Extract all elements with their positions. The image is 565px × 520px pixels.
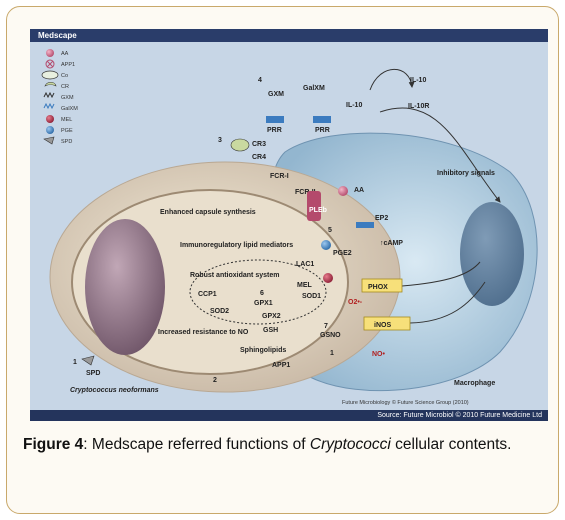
label-num6: 6	[260, 290, 264, 297]
label-inhibitory: Inhibitory signals	[437, 170, 495, 177]
figure-caption: Figure 4: Medscape referred functions of…	[23, 433, 553, 456]
label-cr3: CR3	[252, 141, 266, 148]
label-immuno: Immunoregulatory lipid mediators	[180, 242, 293, 249]
legend-label-aa: AA	[61, 51, 69, 57]
prr-receptor-a	[266, 116, 284, 123]
label-crypto: Cryptococcus neoformans	[70, 387, 159, 394]
label-num1b: 1	[330, 350, 334, 357]
legend: AA APP1 Co CR GXM GalXM MEL PGE SPD	[41, 49, 78, 145]
figure-credit: Future Microbiology © Future Science Gro…	[342, 399, 469, 406]
label-il10-a: IL-10	[346, 102, 362, 109]
caption-text-after: cellular contents.	[390, 436, 512, 453]
label-phox: PHOX	[368, 284, 388, 291]
label-gsno: GSNO	[320, 332, 341, 339]
caption-label: Figure 4	[23, 436, 84, 453]
phox-box	[361, 278, 403, 293]
pleb-box	[307, 191, 321, 221]
label-camp: ↑cAMP	[380, 240, 403, 247]
macrophage-nucleus	[460, 202, 524, 306]
app1-legend-icon	[45, 59, 55, 69]
yeast-nucleus	[85, 219, 165, 355]
label-num2: 2	[213, 377, 217, 384]
diagram-canvas: AA APP1 Co CR GXM GalXM MEL PGE SPD GXM …	[41, 49, 538, 406]
label-il10-b: IL-10	[410, 77, 426, 84]
label-gpx2: GPX2	[262, 313, 281, 320]
antioxidant-region	[189, 259, 327, 325]
label-robust: Robust antioxidant system	[190, 272, 279, 279]
figure-card: Medscape	[6, 6, 559, 514]
label-mel: MEL	[297, 282, 313, 289]
label-fcr2: FCR-II	[295, 189, 316, 196]
label-enhanced: Enhanced capsule synthesis	[160, 209, 256, 216]
caption-italic: Cryptococci	[309, 436, 391, 453]
prr-receptor-b	[313, 116, 331, 123]
footer-source: Source: Future Microbiol © 2010 Future M…	[377, 412, 542, 419]
legend-label-mel: MEL	[61, 117, 72, 123]
label-sod2: SOD2	[210, 308, 229, 315]
caption-text-before: : Medscape referred functions of	[83, 436, 310, 453]
label-galxm: GalXM	[303, 85, 325, 92]
label-prr-b: PRR	[315, 127, 330, 134]
il10-loop-arrow	[369, 68, 415, 91]
label-lac1: LAC1	[296, 261, 314, 268]
label-aa: AA	[354, 187, 364, 194]
mel-molecule	[323, 273, 333, 283]
cr-legend-icon	[44, 81, 57, 87]
label-num1a: 1	[73, 359, 77, 366]
ep2-receptor	[356, 222, 374, 228]
label-no: NO•	[372, 351, 386, 358]
label-cr4: CR4	[252, 154, 266, 161]
label-sphingo: Sphingolipids	[240, 347, 286, 354]
pge-molecule	[321, 240, 331, 250]
label-macrophage: Macrophage	[454, 380, 495, 387]
label-increased: Increased resistance to NO	[158, 329, 249, 336]
label-num5: 5	[328, 227, 332, 234]
legend-label-galxm: GalXM	[61, 106, 78, 112]
label-gsh: GSH	[263, 327, 278, 334]
label-prr-a: PRR	[267, 127, 282, 134]
legend-label-pge: PGE	[61, 128, 73, 134]
label-ep2: EP2	[375, 215, 388, 222]
header-title: Medscape	[38, 31, 77, 40]
inos-arrow	[409, 281, 486, 324]
label-sod1: SOD1	[302, 293, 321, 300]
legend-label-gxm: GXM	[61, 95, 74, 101]
spd-legend-icon	[43, 136, 55, 145]
label-spd: SPD	[86, 370, 100, 377]
label-fcr1: FCR-I	[270, 173, 289, 180]
label-gxm: GXM	[268, 91, 284, 98]
label-pge2: PGE2	[333, 250, 352, 257]
label-num3: 3	[218, 137, 222, 144]
label-inos: iNOS	[374, 322, 391, 329]
legend-label-cr: CR	[61, 84, 69, 90]
spd-shape	[81, 355, 95, 366]
label-pleb: PLEb	[309, 207, 327, 214]
legend-label-app1: APP1	[61, 62, 75, 68]
legend-label-co: Co	[61, 73, 68, 79]
figure-header: Medscape	[30, 29, 548, 42]
galxm-legend-icon	[43, 102, 55, 110]
inhibitory-arrow	[379, 107, 501, 203]
label-num4: 4	[258, 77, 262, 84]
label-app1: APP1	[272, 362, 290, 369]
phox-arrow	[401, 261, 481, 287]
figure-footer: Source: Future Microbiol © 2010 Future M…	[30, 410, 548, 421]
figure-image: Medscape	[30, 29, 548, 421]
aa-legend-icon	[46, 49, 54, 57]
co-legend-icon	[41, 70, 59, 80]
aa-molecule	[338, 186, 348, 196]
label-ccp1: CCP1	[198, 291, 217, 298]
label-il10r: IL-10R	[408, 103, 429, 110]
gxm-legend-icon	[43, 91, 55, 99]
cr3-receptor	[230, 138, 250, 152]
inos-box	[363, 316, 411, 331]
mel-legend-icon	[46, 115, 54, 123]
pge-legend-icon	[46, 126, 54, 134]
label-o2: O2•-	[348, 299, 363, 306]
legend-label-spd: SPD	[61, 139, 72, 145]
label-num7: 7	[324, 323, 328, 330]
label-gpx1: GPX1	[254, 300, 273, 307]
